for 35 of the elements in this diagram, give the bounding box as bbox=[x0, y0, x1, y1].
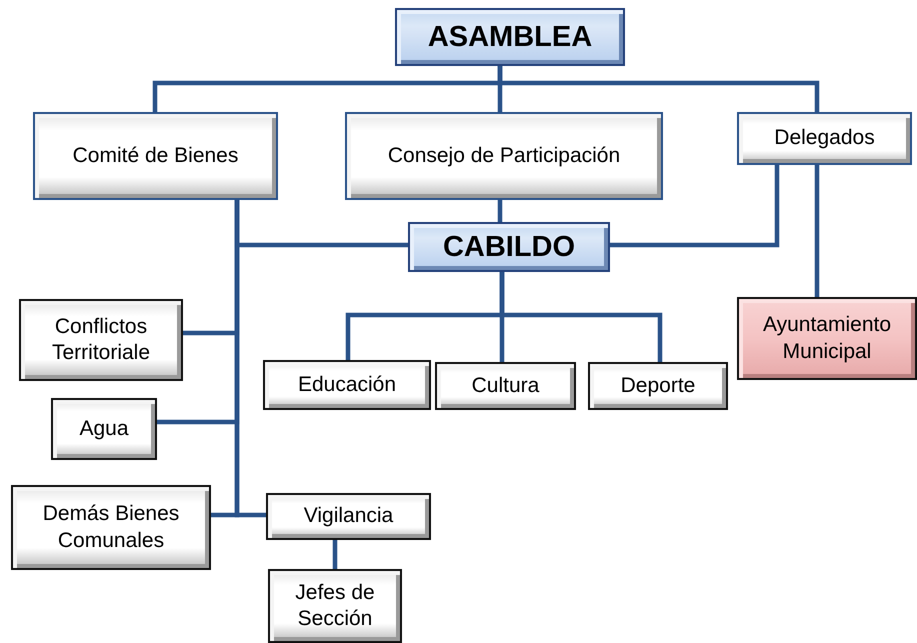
org-unit-box bbox=[33, 112, 278, 200]
connector-line bbox=[498, 66, 820, 112]
org-unit-box bbox=[435, 362, 576, 410]
unit-label: Consejo de Participación bbox=[388, 142, 620, 169]
unit-label: Delegados bbox=[774, 125, 875, 152]
org-unit-box bbox=[19, 299, 183, 381]
connector-line bbox=[234, 200, 266, 518]
org-unit-box bbox=[588, 362, 728, 410]
connector-line bbox=[332, 540, 338, 569]
unit-label: Agua bbox=[79, 416, 129, 442]
unit-label: Comité de Bienes bbox=[72, 142, 238, 169]
connector-line bbox=[814, 165, 820, 297]
org-unit-box bbox=[51, 398, 157, 460]
org-unit-box bbox=[266, 493, 431, 540]
org-unit-box bbox=[263, 360, 431, 410]
unit-label: Ayuntamiento Municipal bbox=[762, 312, 892, 364]
header-box bbox=[408, 222, 610, 272]
unit-label: Jefes de Sección bbox=[294, 580, 376, 632]
unit-label: ASAMBLEA bbox=[428, 20, 592, 55]
unit-label: Demás Bienes Comunales bbox=[42, 501, 180, 554]
org-unit-box bbox=[737, 297, 917, 380]
connector-line bbox=[498, 200, 502, 222]
unit-label: CABILDO bbox=[442, 230, 576, 265]
unit-label: Deporte bbox=[620, 372, 696, 399]
header-box bbox=[395, 8, 625, 66]
connector-line bbox=[610, 165, 780, 248]
unit-label: Cultura bbox=[472, 372, 540, 399]
unit-label: Vigilancia bbox=[304, 503, 394, 530]
org-unit-box bbox=[268, 569, 402, 643]
org-unit-box bbox=[11, 485, 211, 570]
org-unit-box bbox=[345, 112, 663, 200]
org-unit-box bbox=[737, 112, 912, 165]
unit-label: Educación bbox=[298, 372, 396, 398]
unit-label: Conflictos Territoriale bbox=[50, 314, 152, 366]
connector-line bbox=[500, 272, 662, 362]
